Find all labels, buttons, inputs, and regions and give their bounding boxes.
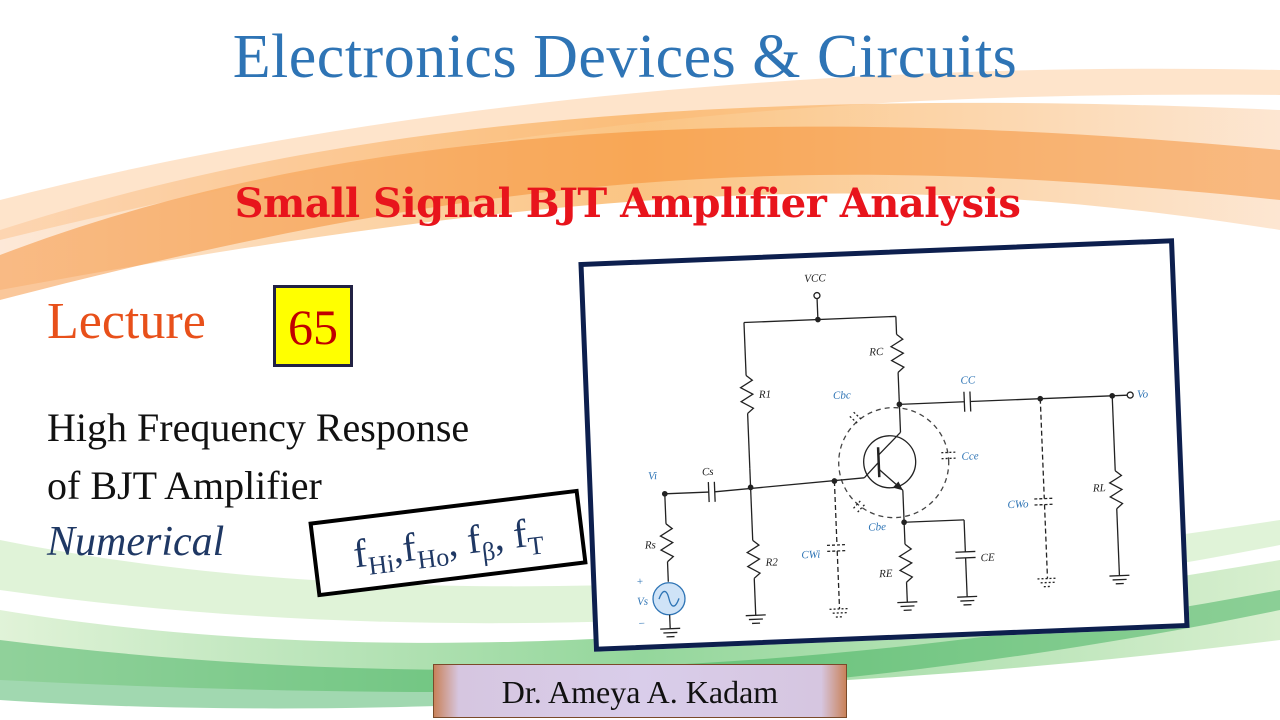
internal-capacitance-boundary: [838, 406, 950, 519]
capacitor-cbc: [849, 411, 863, 425]
ground-r2: [745, 614, 766, 625]
resistor-re: [898, 543, 914, 583]
svg-text:RE: RE: [878, 568, 893, 581]
svg-text:Cbe: Cbe: [868, 521, 886, 534]
topic-line-1: High Frequency Response: [47, 405, 470, 450]
ground-cwo: [1037, 577, 1058, 588]
capacitor-ce: [955, 550, 976, 553]
ground-rl: [1109, 574, 1130, 585]
svg-text:CC: CC: [960, 374, 976, 387]
label-vcc: VCC: [804, 272, 827, 285]
svg-text:RL: RL: [1092, 482, 1106, 495]
resistor-rl: [1108, 470, 1124, 510]
topic-line-2: of BJT Amplifier: [47, 463, 322, 508]
capacitor-cbe: [853, 499, 866, 513]
circuit-diagram-frame: VCC R1 RC CC Vo RL CWo: [578, 238, 1190, 652]
svg-text:Cce: Cce: [961, 450, 979, 463]
lecture-label: Lecture: [47, 293, 206, 350]
svg-text:R1: R1: [758, 388, 772, 401]
capacitor-cc: [963, 391, 966, 412]
svg-text:−: −: [638, 618, 646, 630]
freq-beta: fβ: [464, 516, 497, 567]
freq-t: fT: [510, 510, 546, 562]
svg-text:CWi: CWi: [801, 549, 820, 562]
author-name-banner: Dr. Ameya A. Kadam: [433, 664, 847, 718]
presentation-subtitle: Small Signal BJT Amplifier Analysis: [234, 180, 1021, 227]
vo-terminal: [1126, 391, 1134, 399]
lecture-number-badge: 65: [273, 285, 353, 367]
freq-hi: fHi: [350, 530, 397, 581]
freq-ho: fHo: [399, 524, 451, 575]
capacitor-cce: [941, 451, 958, 460]
resistor-r1: [739, 374, 755, 414]
ground-cwi: [829, 607, 850, 618]
svg-text:CE: CE: [980, 552, 995, 565]
presentation-title: Electronics Devices & Circuits: [232, 23, 1018, 91]
capacitor-cs: [707, 482, 710, 503]
ground-re: [897, 601, 918, 611]
vcc-terminal: [813, 291, 821, 300]
ground-ce: [957, 595, 978, 606]
svg-text:Vi: Vi: [648, 470, 657, 482]
svg-text:RC: RC: [868, 346, 884, 359]
resistor-r2: [745, 539, 762, 579]
topic-line-3: Numerical: [47, 519, 225, 565]
svg-text:Rs: Rs: [644, 539, 656, 551]
bjt-amplifier-circuit: VCC R1 RC CC Vo RL CWo: [636, 272, 1149, 638]
resistor-rc: [889, 333, 906, 373]
resistor-rs: [659, 523, 675, 563]
capacitor-cwo: [1034, 497, 1055, 500]
capacitor-cwi: [826, 543, 847, 547]
bjt-transistor: [863, 435, 917, 489]
ground-source: [660, 627, 681, 638]
svg-text:CWo: CWo: [1007, 498, 1029, 511]
svg-text:Vs: Vs: [637, 596, 648, 608]
svg-text:Cbc: Cbc: [833, 389, 851, 402]
svg-text:R2: R2: [764, 556, 778, 569]
svg-text:Cs: Cs: [702, 466, 714, 478]
svg-text:Vo: Vo: [1137, 388, 1149, 400]
svg-text:+: +: [636, 576, 644, 588]
